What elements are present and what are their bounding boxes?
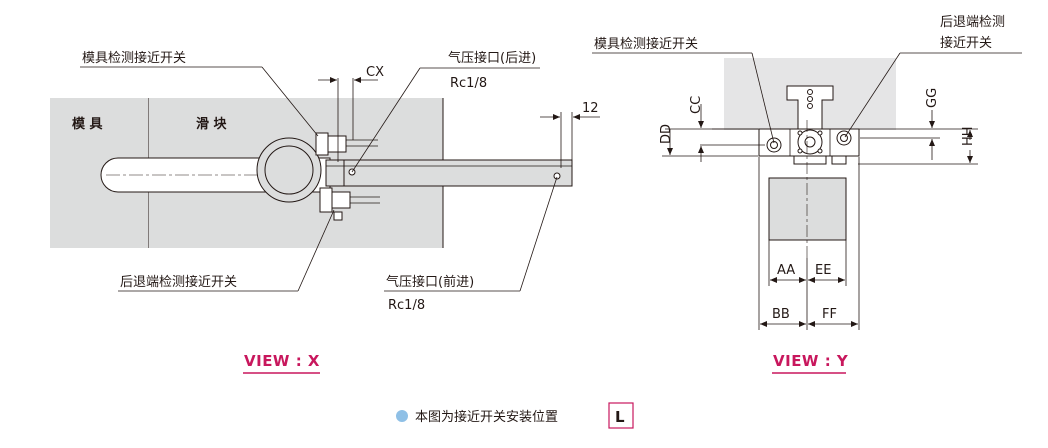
dim-bb-ff (758, 157, 860, 330)
dim-12-label: 12 (582, 101, 599, 116)
dim-gg (860, 110, 940, 160)
y-retract-sensor-label-1: 后退端检测 (940, 15, 1005, 30)
sensor-bracket (758, 128, 860, 165)
dim-ee-label: EE (815, 263, 831, 278)
dim-12 (540, 112, 600, 168)
view-y-caption: VIEW : Y (773, 352, 849, 370)
air-port-rear-label: 气压接口(后进) (448, 50, 536, 66)
leader-retract-sensor (118, 209, 335, 292)
air-port-front-thread: Rc1/8 (388, 298, 425, 313)
air-port-rear-thread: Rc1/8 (450, 76, 487, 91)
clamp-round-head (256, 137, 322, 203)
cylinder-body (768, 177, 847, 241)
dim-dd (662, 128, 758, 157)
bullet-icon (396, 410, 408, 422)
leader-y-mold-sensor (592, 52, 775, 144)
dim-gg-label: GG (925, 88, 940, 108)
air-port-front-label: 气压接口(前进) (386, 274, 474, 290)
retract-sensor-label: 后退端检测接近开关 (120, 274, 237, 290)
leader-air-front (384, 176, 558, 292)
dim-aa-ee (768, 240, 847, 286)
dim-dd-label: DD (659, 124, 674, 144)
retract-sensor-body (319, 187, 380, 221)
dim-cc-label: CC (689, 96, 704, 114)
dim-ff-label: FF (822, 307, 837, 322)
y-mold-sensor-label: 模具检测接近开关 (594, 36, 698, 52)
leader-air-rear (351, 67, 540, 173)
dim-cc (698, 104, 765, 162)
dim-cx (318, 77, 378, 162)
badge-letter: L (615, 408, 625, 426)
leader-y-retract-sensor (844, 52, 1022, 138)
footer-note: 本图为接近开关安装位置 L (396, 402, 634, 429)
dim-bb-label: BB (772, 307, 790, 322)
mold-sensor-body (315, 132, 378, 156)
y-retract-sensor-label-2: 接近开关 (940, 35, 992, 51)
dim-hh (858, 128, 978, 165)
cylinder-tube (325, 159, 573, 187)
view-x: 模 具 滑 块 (50, 50, 600, 374)
slider-region-label: 滑 块 (196, 116, 228, 132)
badge-box (608, 402, 634, 429)
dim-hh-label: HH (961, 126, 976, 146)
leader-mold-sensor (80, 66, 319, 137)
dim-aa-label: AA (777, 263, 795, 278)
view-y: CC DD GG HH (592, 15, 1022, 374)
view-x-caption: VIEW : X (244, 352, 320, 370)
footer-note-text: 本图为接近开关安装位置 (415, 409, 558, 425)
mold-sensor-label: 模具检测接近开关 (82, 50, 186, 66)
dim-cx-label: CX (366, 65, 384, 80)
mold-region-label: 模 具 (72, 116, 103, 132)
